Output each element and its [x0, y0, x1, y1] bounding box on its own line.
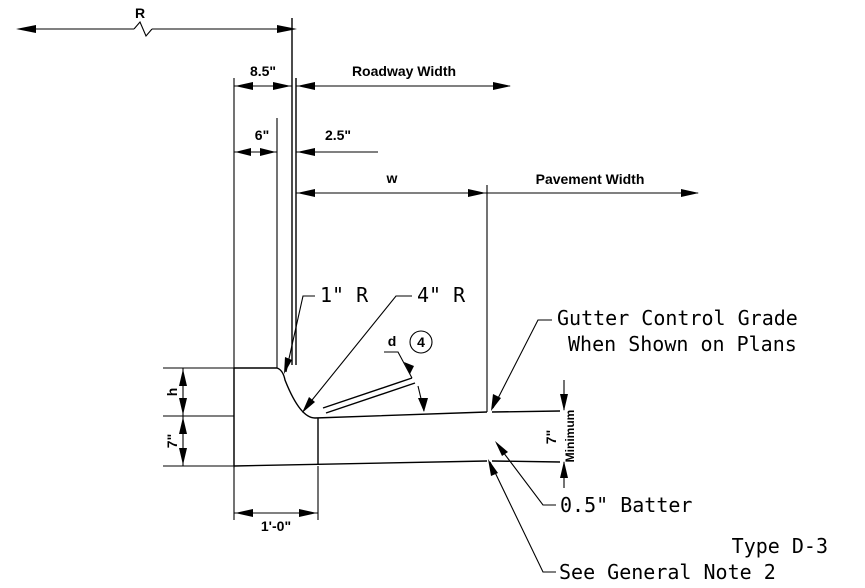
- arrowhead: [297, 82, 315, 90]
- one-inch-radius-callout: 1" R: [284, 283, 369, 374]
- arrowhead: [179, 448, 187, 465]
- arrowhead: [297, 148, 315, 156]
- arrowhead: [179, 417, 187, 434]
- extension-lines: [233, 18, 488, 468]
- arrowhead: [418, 398, 428, 412]
- arrowhead: [299, 509, 317, 517]
- arrowhead: [179, 398, 187, 415]
- type-label: Type D-3: [732, 534, 828, 558]
- gutter-control-callout: Gutter Control Grade When Shown on Plans: [491, 306, 798, 411]
- radius-dimension: R: [16, 5, 297, 38]
- roadway-width-dimension: Roadway Width: [296, 63, 511, 90]
- gutter-line-1: Gutter Control Grade: [557, 306, 798, 330]
- arrowhead: [297, 189, 315, 197]
- two-five-dimension: 2.5": [296, 127, 378, 156]
- note-number: 4: [417, 334, 425, 350]
- right-vertical-dimension: 7" Minimum: [543, 380, 577, 488]
- four-inch-radius-callout: 4" R: [302, 283, 466, 413]
- arrowhead: [493, 82, 511, 90]
- note-bubble: [409, 330, 433, 354]
- batter-callout: 0.5" Batter: [495, 441, 692, 517]
- curb-top-label: 8.5": [250, 63, 276, 79]
- arrowhead: [277, 25, 297, 33]
- arrowhead: [273, 82, 291, 90]
- arrowhead: [491, 394, 501, 411]
- arrowhead: [468, 189, 486, 197]
- radius-label: R: [135, 5, 145, 21]
- arrowhead: [560, 394, 568, 411]
- roadway-width-label: Roadway Width: [352, 63, 456, 79]
- six-inch-dimension: 6": [234, 127, 277, 156]
- curb-profile: [233, 367, 561, 467]
- one-foot-dimension: 1'-0": [233, 466, 319, 534]
- gutter-line-2: When Shown on Plans: [568, 332, 797, 356]
- batter-label: 0.5" Batter: [560, 493, 692, 517]
- two-five-label: 2.5": [325, 127, 351, 143]
- minimum-label: Minimum: [563, 410, 577, 463]
- six-inch-label: 6": [255, 127, 269, 143]
- four-r-label: 4" R: [417, 283, 466, 307]
- arrowhead: [404, 362, 414, 374]
- arrowhead: [235, 509, 253, 517]
- arrowhead: [16, 25, 36, 33]
- arrowhead: [488, 459, 498, 476]
- one-foot-label: 1'-0": [261, 518, 291, 534]
- left-vertical-dimensions: h 7": [163, 367, 234, 467]
- seven-left-label: 7": [164, 434, 180, 448]
- arrowhead: [284, 357, 292, 374]
- curb-top-dimension: 8.5": [234, 63, 292, 90]
- arrowhead: [302, 397, 315, 413]
- pavement-width-label: Pavement Width: [536, 171, 645, 187]
- arrowhead: [681, 189, 699, 197]
- arrowhead: [495, 441, 508, 456]
- type-callout: Type D-3 See General Note 2: [488, 459, 828, 584]
- pavement-width-dimension: Pavement Width: [487, 171, 699, 197]
- d-label: d: [388, 333, 397, 349]
- depth-dimension: d 4: [384, 330, 433, 412]
- arrowhead: [560, 461, 568, 478]
- w-dimension: w: [296, 170, 487, 197]
- h-label: h: [164, 388, 180, 397]
- arrowhead: [235, 148, 251, 156]
- arrowhead: [235, 82, 253, 90]
- one-r-label: 1" R: [320, 283, 369, 307]
- arrowhead: [179, 369, 187, 386]
- arrowhead: [260, 148, 276, 156]
- w-label: w: [386, 170, 398, 186]
- general-note-label: See General Note 2: [559, 560, 776, 584]
- seven-right-label: 7": [543, 430, 559, 444]
